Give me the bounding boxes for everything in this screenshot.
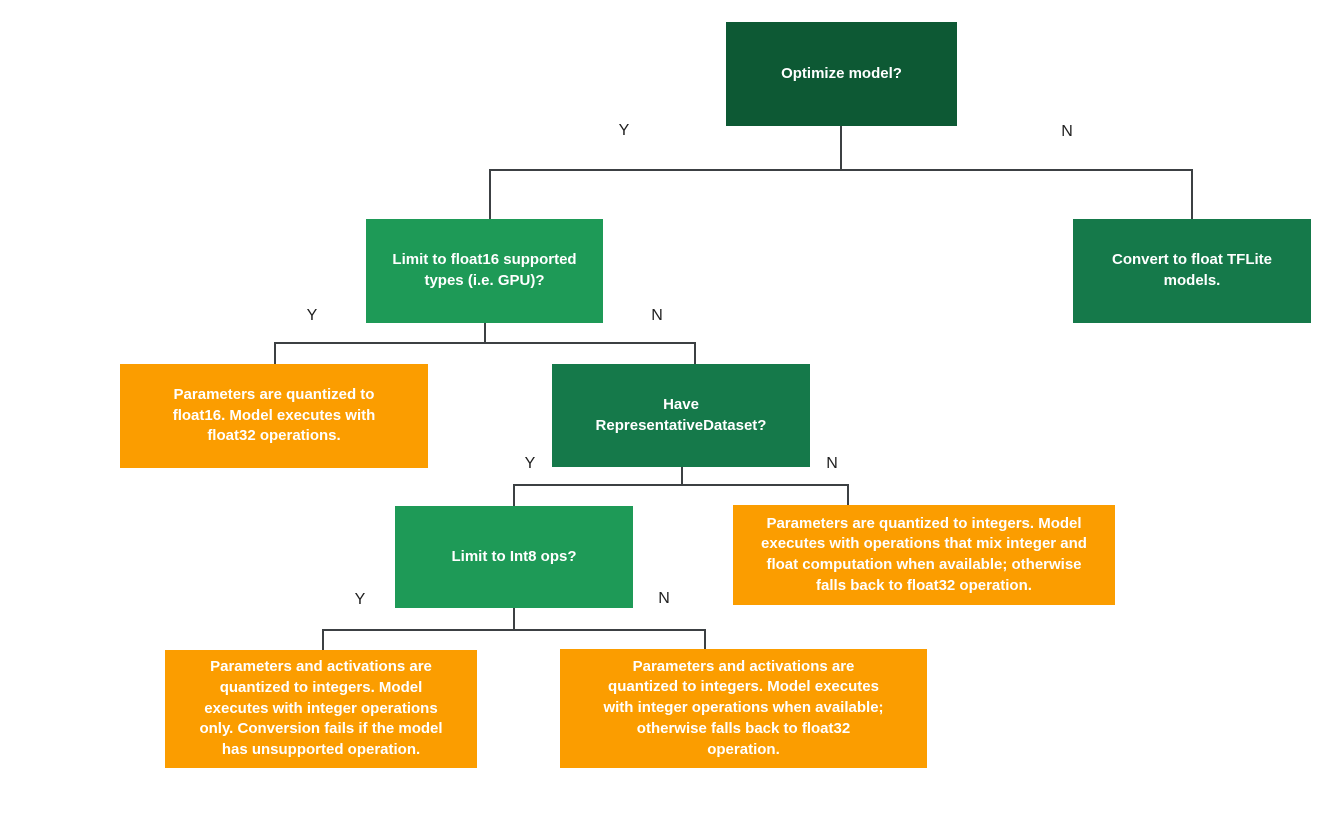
connector-line [489,169,1193,171]
connector-line [322,629,706,631]
connector-line [484,323,486,344]
node-limit-int8-ops: Limit to Int8 ops? [395,506,633,608]
connector-line [1191,169,1193,219]
branch-label-yes: Y [354,591,366,608]
node-convert-float-tflite: Convert to float TFLite models. [1073,219,1311,323]
node-float16-result: Parameters are quantized to float16. Mod… [120,364,428,468]
node-limit-float16: Limit to float16 supported types (i.e. G… [366,219,603,323]
connector-line [489,169,491,219]
branch-label-no: N [826,455,838,472]
connector-line [274,342,696,344]
connector-line [274,342,276,364]
node-optimize-model: Optimize model? [726,22,957,126]
connector-line [847,484,849,505]
branch-label-no: N [1061,123,1073,140]
connector-line [681,467,683,485]
node-mixed-int-float-result: Parameters are quantized to integers. Mo… [733,505,1115,605]
branch-label-no: N [658,590,670,607]
connector-line [694,342,696,364]
node-int8-fallback-result: Parameters and activations are quantized… [560,649,927,768]
connector-line [513,608,515,630]
connector-line [513,484,515,506]
node-full-int8-result: Parameters and activations are quantized… [165,650,477,768]
connector-line [704,629,706,649]
branch-label-no: N [651,307,663,324]
connector-line [322,629,324,650]
connector-line [513,484,849,486]
branch-label-yes: Y [306,307,318,324]
connector-line [840,126,842,170]
node-have-representative-dataset: Have RepresentativeDataset? [552,364,810,467]
branch-label-yes: Y [524,455,536,472]
branch-label-yes: Y [618,122,630,139]
